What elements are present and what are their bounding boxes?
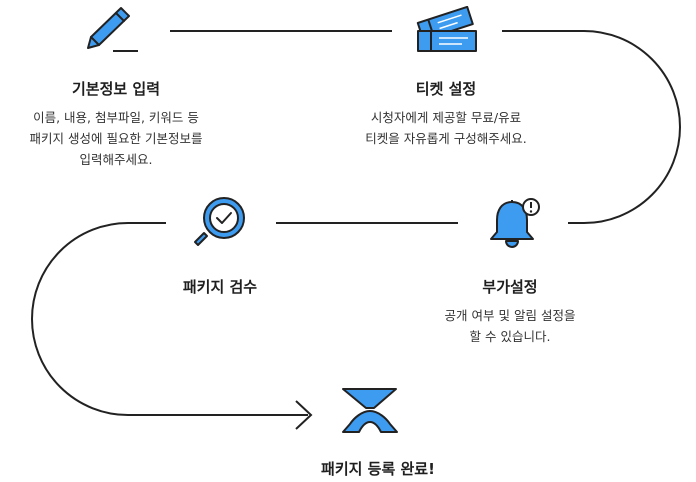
pencil-icon [87,7,138,52]
step-3-description: 공개 여부 및 알림 설정을 할 수 있습니다. [400,305,620,347]
step-2-description: 시청자에게 제공할 무료/유료 티켓을 자유롭게 구성해주세요. [336,107,556,149]
step-1-desc-line: 입력해주세요. [79,152,153,167]
step-3-desc-line: 공개 여부 및 알림 설정을 [444,308,576,323]
connector-step2-step3 [502,30,681,224]
step-5-title: 패키지 등록 완료! [321,460,435,478]
step-1-description: 이름, 내용, 첨부파일, 키워드 등 패키지 생성에 필요한 기본정보를 입력… [6,107,226,170]
step-1-title: 기본정보 입력 [71,80,161,98]
bell-alert-icon [490,198,540,248]
step-3-title: 부가설정 [482,278,538,296]
arrow-head [295,400,313,430]
step-2-desc-line: 시청자에게 제공할 무료/유료 [370,110,522,125]
step-1-desc-line: 패키지 생성에 필요한 기본정보를 [29,131,203,146]
magnifier-check-icon [194,197,245,246]
step-3-desc-line: 할 수 있습니다. [469,329,551,344]
mountain-logo-icon [342,388,398,433]
ticket-icon [416,6,477,52]
step-1-desc-line: 이름, 내용, 첨부파일, 키워드 등 [33,110,199,125]
step-2-title: 티켓 설정 [415,80,477,98]
connector-step4-step5 [31,222,308,416]
step-4-title: 패키지 검수 [182,278,258,296]
step-2-desc-line: 티켓을 자유롭게 구성해주세요. [365,131,527,146]
